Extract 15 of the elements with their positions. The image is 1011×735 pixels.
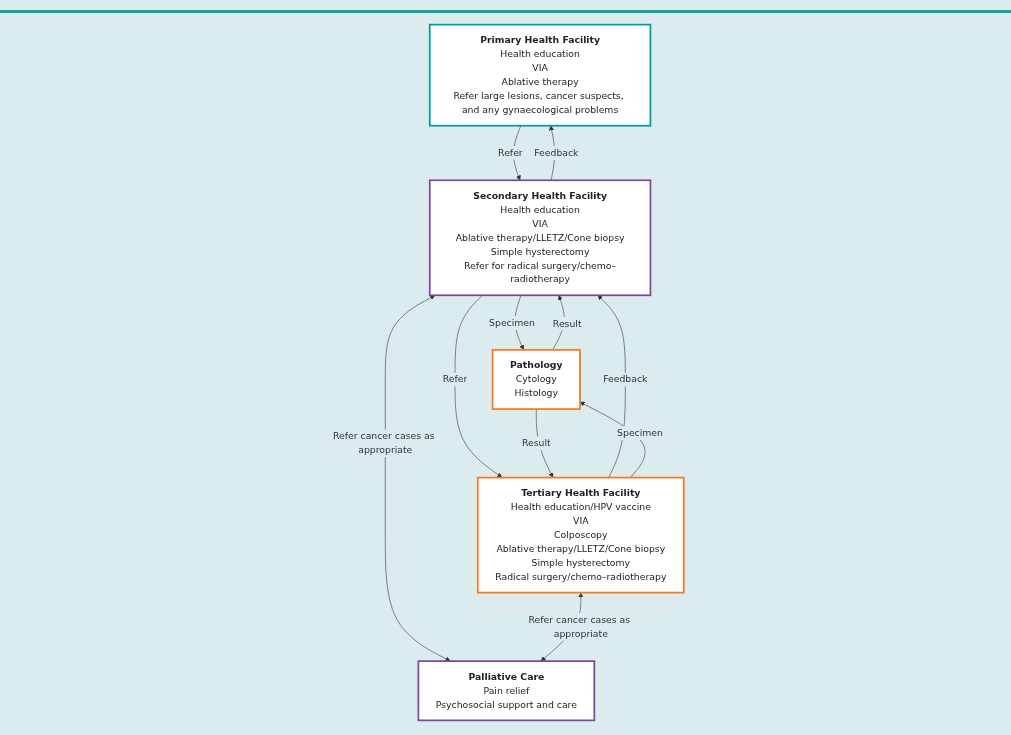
edge-label: Specimen [617, 427, 663, 439]
node-box: Pathology Cytology Histology [491, 349, 581, 410]
node-box: Palliative Care Pain relief Psychosocial support and care [417, 660, 596, 722]
edge-label: Refer cancer cases as appropriate [333, 430, 435, 456]
node-box: Secondary Health Facility Health education VIA Ablative therapy/LLETZ/Cone biopsy Simple hysterectomy Refer for radical surgery/chemo–radiotherapy [428, 179, 652, 297]
edge-label: Specimen [489, 317, 535, 329]
node-box: Primary Health Facility Health education VIA Ablative therapy Refer large lesions, cancer suspects, and any gynaecological problems [428, 23, 652, 127]
edge-label: Result [552, 317, 582, 329]
edge-label: Refer cancer cases as appropriate [528, 614, 631, 640]
edge-label: Result [521, 437, 551, 449]
edge-label: Refer [442, 373, 468, 385]
node-box: Tertiary Health Facility Health education/HPV vaccine VIA Colposcopy Ablative therapy/LLETZ/Cone biopsy Simple hysterectomy Radical surgery/chemo–radiotherapy [476, 476, 685, 594]
edge-label: Feedback [534, 147, 579, 159]
edge-label: Feedback [603, 373, 648, 385]
edge-label: Refer [498, 147, 523, 159]
